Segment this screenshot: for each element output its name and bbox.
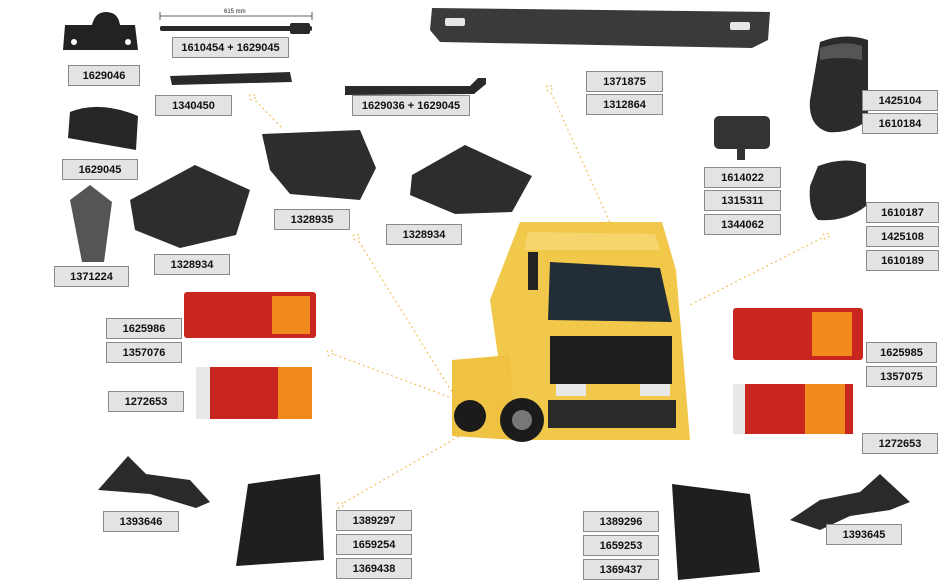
- part-number-mirror-small-c: 1344062: [704, 214, 781, 235]
- mount-left-illustration: [98, 456, 210, 508]
- part-number-mirror-mid-a: 1610187: [866, 202, 939, 223]
- part-number-mount-left: 1393646: [103, 511, 179, 532]
- part-number-mount-right: 1393645: [826, 524, 902, 545]
- part-number-mirror-small-a: 1614022: [704, 167, 781, 188]
- truck-illustration: [452, 222, 690, 442]
- part-number-mudflap-left-b: 1659254: [336, 534, 412, 555]
- part-number-mirror-large-a: 1425104: [862, 90, 938, 111]
- part-number-sun-visor-b: 1312864: [586, 94, 663, 115]
- rubber-pad-illustration: [68, 106, 138, 150]
- rod-illustration: [159, 12, 313, 34]
- fender-illustrations: [130, 130, 532, 248]
- part-number-bent-rod: 1629036 + 1629045: [352, 95, 470, 116]
- part-number-lamp-right-2: 1272653: [862, 433, 938, 454]
- part-number-mirror-small-b: 1315311: [704, 190, 781, 211]
- rod-dimension-label: 615 mm: [224, 9, 246, 15]
- mirror-small-illustration: [714, 116, 770, 160]
- bent-rod-illustration: [345, 78, 486, 95]
- strap-illustration: [170, 72, 292, 85]
- part-number-mirror-mid-b: 1425108: [866, 226, 939, 247]
- part-number-stay-bracket: 1371224: [54, 266, 129, 287]
- part-number-mudflap-left-a: 1389297: [336, 510, 412, 531]
- part-number-mudflap-right-b: 1659253: [583, 535, 659, 556]
- part-number-fender-right: 1328934: [386, 224, 462, 245]
- part-number-lamp-left-2: 1272653: [108, 391, 184, 412]
- part-number-small-strap: 1340450: [155, 95, 232, 116]
- leader-lines: [248, 84, 830, 509]
- lamp-right-illustrations: [733, 308, 863, 434]
- part-number-mirror-large-b: 1610184: [862, 113, 938, 134]
- sun-visor-illustration: [430, 8, 770, 48]
- part-number-rod-assembly: 1610454 + 1629045: [172, 37, 289, 58]
- part-number-mudflap-left-c: 1369438: [336, 558, 412, 579]
- lamp-left-illustrations: [184, 292, 316, 419]
- part-number-bracket-top: 1629046: [68, 65, 140, 86]
- part-number-rubber-pad: 1629045: [62, 159, 138, 180]
- mirror-mid-illustration: [809, 160, 866, 221]
- mudflap-illustrations: [236, 474, 760, 580]
- part-number-sun-visor-a: 1371875: [586, 71, 663, 92]
- part-number-fender-rear: 1328935: [274, 209, 350, 230]
- mirror-large-illustration: [809, 36, 868, 133]
- part-number-mudflap-right-c: 1369437: [583, 559, 659, 580]
- part-number-fender-left: 1328934: [154, 254, 230, 275]
- part-number-lamp-right-a: 1625985: [866, 342, 937, 363]
- part-number-mudflap-right-a: 1389296: [583, 511, 659, 532]
- part-number-lamp-left-b: 1357076: [106, 342, 182, 363]
- part-number-mirror-mid-c: 1610189: [866, 250, 939, 271]
- part-number-lamp-left-a: 1625986: [106, 318, 182, 339]
- stay-bracket-illustration: [70, 185, 112, 262]
- bracket-top-illustration: [63, 12, 138, 50]
- part-number-lamp-right-b: 1357075: [866, 366, 937, 387]
- mount-right-illustration: [790, 474, 910, 530]
